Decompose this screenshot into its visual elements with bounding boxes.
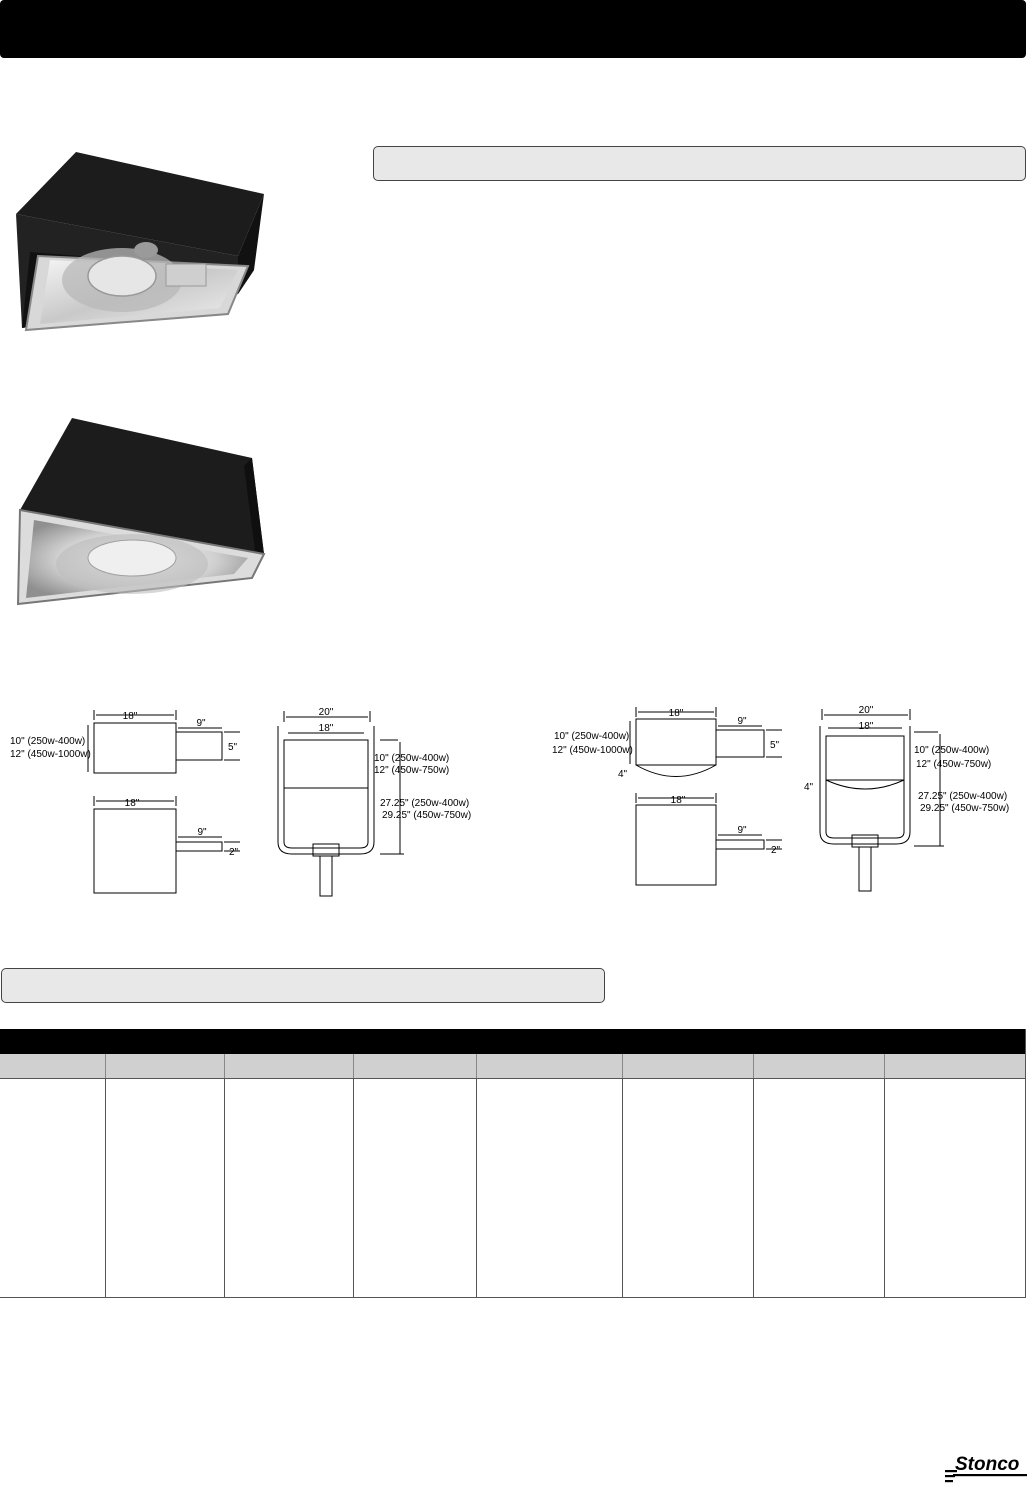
side-height-b-label: 12" (450w-1000w) <box>10 749 91 760</box>
side-width-label: 18" <box>123 711 138 722</box>
table-cell <box>476 1078 623 1298</box>
side-height-a-label: 10" (250w-400w) <box>10 736 85 747</box>
side-arm-height-label: 5" <box>770 740 780 751</box>
front-yoke-a-label: 27.25" (250w-400w) <box>918 791 1007 802</box>
side-view <box>87 710 404 897</box>
front-outer-width-label: 20" <box>859 705 874 716</box>
front-inner-width-label: 18" <box>319 723 334 734</box>
side-arm-label: 9" <box>196 718 206 729</box>
fixture-image-flat-lens <box>16 152 268 348</box>
side-arm-height-label: 5" <box>228 742 238 753</box>
table-cell <box>622 1078 754 1298</box>
front-yoke-b-label: 29.25" (450w-750w) <box>382 810 471 821</box>
table-header-row <box>0 1054 1026 1079</box>
side-lens-depth-label: 4" <box>618 769 628 780</box>
fixture-image-sag-lens <box>16 418 268 608</box>
section-header-ordering <box>1 968 605 1003</box>
front-outer-width-label: 20" <box>319 707 334 718</box>
table-header-cell <box>224 1054 354 1079</box>
table-cell <box>884 1078 1026 1298</box>
table-header-cell <box>622 1054 754 1079</box>
table-cell <box>0 1078 106 1298</box>
dimension-diagram-sag-lens: 18" 9" 5" 10" (250w-400w) 12" (450w-1000… <box>540 704 1026 900</box>
table-header-cell <box>353 1054 477 1079</box>
ordering-table <box>0 1029 1026 1298</box>
top-arm-width-label: 2" <box>229 847 239 858</box>
top-arm-label: 9" <box>737 825 747 836</box>
side-height-a-label: 10" (250w-400w) <box>554 731 629 742</box>
top-width-label: 18" <box>671 795 686 806</box>
table-header-cell <box>0 1054 106 1079</box>
top-arm-label: 9" <box>197 827 207 838</box>
table-header-cell <box>476 1054 623 1079</box>
front-height-b-label: 12" (450w-750w) <box>374 765 449 776</box>
table-row <box>0 1078 1026 1298</box>
brand-logo-text: Stonco <box>955 1454 1019 1475</box>
top-width-label: 18" <box>125 798 140 809</box>
side-width-label: 18" <box>669 708 684 719</box>
top-arm-width-label: 2" <box>771 845 781 856</box>
dimension-diagram-flat-lens: 18" 9" 5" 10" (250w-400w) 12" (450w-1000… <box>0 706 490 902</box>
front-yoke-b-label: 29.25" (450w-750w) <box>920 803 1009 814</box>
table-title-row <box>0 1029 1026 1054</box>
table-cell <box>753 1078 885 1298</box>
table-cell <box>224 1078 354 1298</box>
brand-logo: Stonco <box>945 1448 1029 1484</box>
front-height-a-label: 10" (250w-400w) <box>374 753 449 764</box>
front-height-b-label: 12" (450w-750w) <box>916 759 991 770</box>
front-inner-width-label: 18" <box>859 721 874 732</box>
side-arm-label: 9" <box>737 716 747 727</box>
front-yoke-a-label: 27.25" (250w-400w) <box>380 798 469 809</box>
side-height-b-label: 12" (450w-1000w) <box>552 745 633 756</box>
table-header-cell <box>753 1054 885 1079</box>
table-header-cell <box>105 1054 225 1079</box>
header-bar <box>0 0 1026 58</box>
table-header-cell <box>884 1054 1026 1079</box>
section-header-top <box>373 146 1026 181</box>
table-cell <box>105 1078 225 1298</box>
front-lens-depth-label: 4" <box>804 782 814 793</box>
front-height-a-label: 10" (250w-400w) <box>914 745 989 756</box>
table-cell <box>353 1078 477 1298</box>
